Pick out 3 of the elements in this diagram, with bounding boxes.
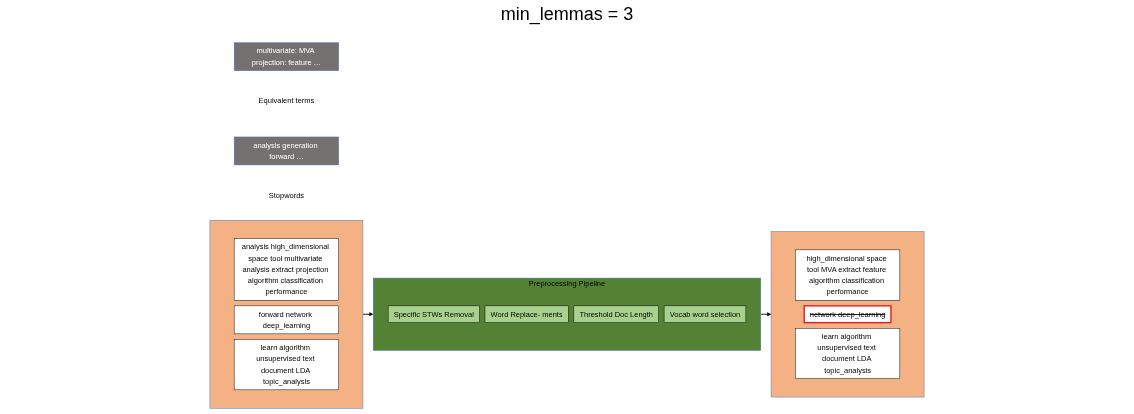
cluster (209, 220, 364, 409)
cluster (770, 231, 925, 398)
parameter-note: min_lemmas = 3 (500, 4, 634, 25)
